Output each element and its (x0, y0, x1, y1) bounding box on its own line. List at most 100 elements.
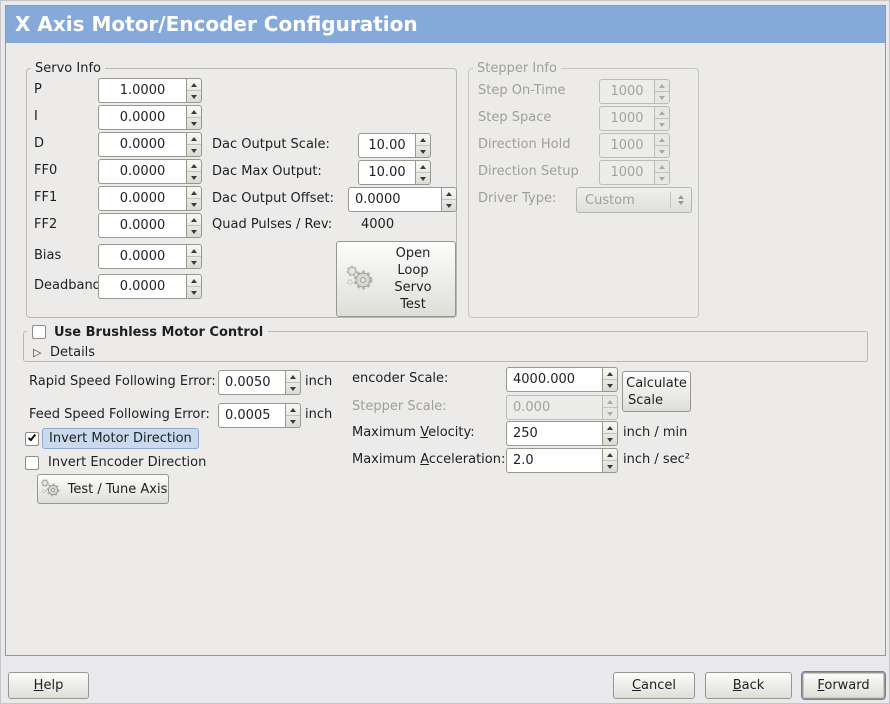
spin-down-icon[interactable] (187, 257, 201, 268)
spin-up-icon[interactable] (603, 449, 617, 461)
spin-down-icon[interactable] (603, 380, 617, 391)
spin-up-icon[interactable] (603, 422, 617, 434)
ff0-spinbox[interactable]: 0.0000 (98, 159, 202, 184)
ff2-spin-buttons[interactable] (186, 213, 202, 238)
dac-offset-spin-buttons[interactable] (441, 187, 457, 212)
p-spin-buttons[interactable] (186, 78, 202, 103)
spin-up-icon[interactable] (187, 79, 201, 91)
i-spinbox[interactable]: 0.0000 (98, 105, 202, 130)
ff1-input[interactable]: 0.0000 (98, 186, 186, 211)
encoder-scale-spinbox[interactable]: 4000.000 (506, 367, 618, 392)
spin-buttons[interactable] (285, 370, 301, 395)
spin-up-icon[interactable] (416, 134, 430, 146)
maximum-velocity-input[interactable]: 250 (506, 421, 602, 446)
spin-up-icon[interactable] (187, 106, 201, 118)
feed-following-error-spinbox[interactable]: 0.0005 (218, 403, 301, 428)
help-button[interactable]: Help (8, 672, 89, 699)
spin-up-icon[interactable] (442, 188, 456, 200)
cancel-button[interactable]: Cancel (613, 672, 695, 699)
spin-down-icon[interactable] (603, 434, 617, 445)
ff2-input[interactable]: 0.0000 (98, 213, 186, 238)
spin-down-icon[interactable] (187, 287, 201, 298)
forward-button[interactable]: Forward (801, 671, 886, 700)
spin-down-icon[interactable] (187, 199, 201, 210)
dac-max-output-input[interactable]: 10.00 (358, 160, 415, 185)
encoder-scale-input[interactable]: 4000.000 (506, 367, 602, 392)
dac-scale-spin-buttons[interactable] (415, 133, 431, 158)
ff0-input[interactable]: 0.0000 (98, 159, 186, 184)
spin-up-icon[interactable] (187, 214, 201, 226)
d-input[interactable]: 0.0000 (98, 132, 186, 157)
spin-down-icon[interactable] (187, 91, 201, 102)
dac-max-spin-buttons[interactable] (415, 160, 431, 185)
back-button[interactable]: Back (705, 672, 792, 699)
spin-down-icon[interactable] (187, 118, 201, 129)
spin-buttons[interactable] (602, 421, 618, 446)
servo-label-ff0: FF0 (34, 163, 58, 178)
dac-max-output-spinbox[interactable]: 10.00 (358, 160, 431, 185)
deadband-input[interactable]: 0.0000 (98, 274, 186, 299)
open-loop-servo-test-button[interactable]: Open Loop Servo Test (336, 241, 456, 317)
test-tune-axis-button[interactable]: Test / Tune Axis (37, 474, 169, 504)
details-expander-label[interactable]: Details (50, 345, 96, 360)
spin-up-icon[interactable] (603, 368, 617, 380)
spin-buttons[interactable] (602, 367, 618, 392)
p-spinbox[interactable]: 1.0000 (98, 78, 202, 103)
p-input[interactable]: 1.0000 (98, 78, 186, 103)
i-input[interactable]: 0.0000 (98, 105, 186, 130)
deadband-spin-buttons[interactable] (186, 274, 202, 299)
step-on-time-input: 1000 (599, 79, 654, 104)
spin-down-icon[interactable] (187, 226, 201, 237)
calculate-scale-button[interactable]: Calculate Scale (622, 371, 691, 412)
rapid-following-error-spinbox[interactable]: 0.0050 (218, 370, 301, 395)
spin-up-icon[interactable] (286, 371, 300, 383)
ff2-spinbox[interactable]: 0.0000 (98, 213, 202, 238)
spin-buttons[interactable] (285, 403, 301, 428)
ff1-spin-buttons[interactable] (186, 186, 202, 211)
dac-output-offset-spinbox[interactable]: 0.0000 (348, 187, 457, 212)
spin-down-icon[interactable] (442, 200, 456, 211)
page-title: X Axis Motor/Encoder Configuration (6, 6, 885, 43)
bias-spinbox[interactable]: 0.0000 (98, 244, 202, 269)
dac-output-offset-input[interactable]: 0.0000 (348, 187, 441, 212)
bias-spin-buttons[interactable] (186, 244, 202, 269)
bias-input[interactable]: 0.0000 (98, 244, 186, 269)
spin-down-icon[interactable] (187, 145, 201, 156)
spin-down-icon[interactable] (286, 416, 300, 427)
ff0-spin-buttons[interactable] (186, 159, 202, 184)
dac-output-scale-spinbox[interactable]: 10.00 (358, 133, 431, 158)
expander-arrow-icon[interactable]: ▷ (33, 346, 42, 359)
spin-down-icon[interactable] (603, 461, 617, 472)
invert-encoder-label[interactable]: Invert Encoder Direction (48, 455, 207, 470)
maximum-acceleration-input[interactable]: 2.0 (506, 448, 602, 473)
rapid-following-error-input[interactable]: 0.0050 (218, 370, 285, 395)
footer-action-area: Help Cancel Back Forward (1, 657, 889, 703)
spin-down-icon[interactable] (416, 146, 430, 157)
ff1-spinbox[interactable]: 0.0000 (98, 186, 202, 211)
spin-up-icon[interactable] (187, 275, 201, 287)
maximum-velocity-spinbox[interactable]: 250 (506, 421, 618, 446)
spin-up-icon[interactable] (187, 187, 201, 199)
spin-down-icon[interactable] (416, 173, 430, 184)
invert-motor-label[interactable]: Invert Motor Direction (42, 428, 199, 449)
feed-following-error-input[interactable]: 0.0005 (218, 403, 285, 428)
d-spin-buttons[interactable] (186, 132, 202, 157)
spin-up-icon[interactable] (187, 160, 201, 172)
spin-up-icon[interactable] (416, 161, 430, 173)
spin-up-icon[interactable] (187, 245, 201, 257)
spin-up-icon[interactable] (187, 133, 201, 145)
use-brushless-checkbox[interactable] (32, 325, 46, 339)
spin-buttons[interactable] (602, 448, 618, 473)
maximum-acceleration-spinbox[interactable]: 2.0 (506, 448, 618, 473)
spin-up-icon[interactable] (286, 404, 300, 416)
deadband-spinbox[interactable]: 0.0000 (98, 274, 202, 299)
spin-down-icon[interactable] (286, 383, 300, 394)
d-spinbox[interactable]: 0.0000 (98, 132, 202, 157)
spin-down-icon[interactable] (187, 172, 201, 183)
invert-motor-checkbox[interactable] (25, 432, 39, 446)
invert-encoder-checkbox[interactable] (25, 456, 39, 470)
spin-up-icon (655, 161, 669, 173)
i-spin-buttons[interactable] (186, 105, 202, 130)
dac-output-scale-input[interactable]: 10.00 (358, 133, 415, 158)
spin-down-icon (655, 119, 669, 130)
